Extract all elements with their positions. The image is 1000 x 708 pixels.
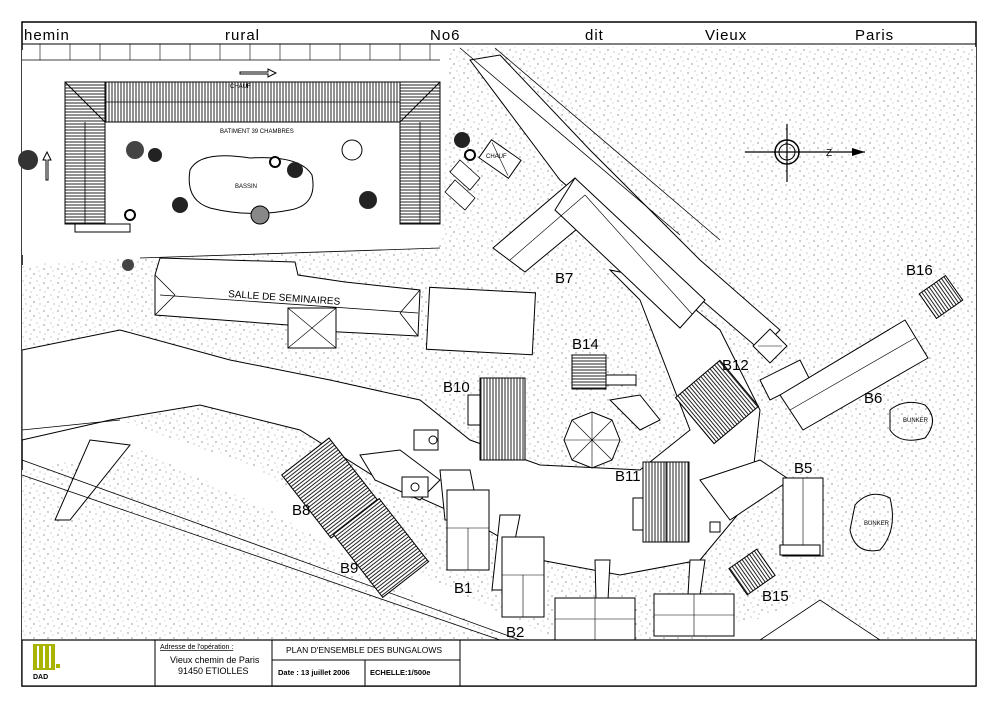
hotel-title: BATIMENT 39 CHAMBRES [220,129,294,135]
chauf-label: CHAUF [486,154,507,160]
chaufferie-building: CHAUF [444,138,522,211]
tree-icon [341,139,363,161]
plan-scale: ECHELLE:1/500e [370,668,430,677]
road-word-2: rural [225,27,260,44]
tree-icon [464,149,476,161]
plan-date: Date : 13 juillet 2006 [278,668,350,677]
arrow-icon [42,68,278,181]
road-name: hemin rural No6 dit Vieux Paris [24,27,894,44]
b6-label: B6 [864,390,882,407]
bungalow-b12: B12 [674,328,788,445]
bungalow-b11: B11 [615,461,721,543]
tree-icon [172,197,188,213]
bunker-2: BUNKER [849,493,893,552]
tree-icon [124,209,136,221]
utility-box [401,429,439,498]
address-line-2: 91450 ETIOLLES [178,666,249,676]
hotel-chauf-label: CHAUF [230,84,251,90]
bungalow-b6: B6 [779,319,929,431]
title-block: DAD Adresse de l'opération : Vieux chemi… [21,639,977,687]
seminar-hall: SALLE DE SEMINAIRES [154,257,537,356]
road-word-1: hemin [24,27,70,44]
b1-label: B1 [454,580,472,597]
pool-label: BASSIN [235,184,257,190]
tree-icon [359,191,377,209]
b14-label: B14 [572,336,599,353]
tree-icon [148,148,162,162]
dad-logo: DAD [33,644,60,681]
road-word-3: No6 [430,27,461,44]
road-word-6: Paris [855,27,894,44]
bungalow-b1: B1 [446,489,490,597]
road-ruler [22,43,976,61]
road-word-5: Vieux [705,27,747,44]
gazebo [563,411,621,469]
b2-label: B2 [506,624,524,641]
bungalow-b10: B10 [443,377,526,461]
hotel-building: BATIMENT 39 CHAMBRES CHAUF [64,81,441,233]
bungalow-b9: B9 [332,497,430,599]
courtyard: BASSIN [18,132,476,271]
b5-label: B5 [794,460,812,477]
bunker-label: BUNKER [903,418,929,424]
bungalow-b15: B15 [728,548,789,605]
boundary-lines [21,47,881,641]
bungalow-b7: B7 [492,177,706,329]
tree-icon [126,141,144,159]
b11-label: B11 [615,468,641,485]
bungalow-b2: B2 [501,536,545,641]
plan-title: PLAN D'ENSEMBLE DES BUNGALOWS [286,645,442,655]
b10-label: B10 [443,379,470,396]
bunker-label: BUNKER [864,521,890,527]
bungalow-b8: B8 [281,437,379,539]
b9-label: B9 [340,560,358,577]
b12-label: B12 [722,357,749,374]
b16-label: B16 [906,262,933,279]
bunker-1: BUNKER [889,401,933,441]
bungalow-b16: B16 [906,262,964,320]
address-heading: Adresse de l'opération : [160,644,233,651]
tree-icon [269,156,281,168]
b7-label: B7 [555,270,573,287]
compass-icon: Z [745,124,865,182]
tree-icon [287,162,303,178]
tree-icon [122,259,134,271]
tree-icon [250,205,270,225]
address-line-1: Vieux chemin de Paris [170,655,260,665]
north-letter: Z [826,148,832,159]
tree-icon [18,150,38,170]
bungalow-b14: B14 [571,336,637,390]
b8-label: B8 [292,502,310,519]
logo-text: DAD [33,674,48,681]
road-word-4: dit [585,27,604,44]
bungalow-b5: B5 [779,460,824,557]
road-network [21,50,811,601]
tree-icon [454,132,470,148]
b15-label: B15 [762,588,789,605]
